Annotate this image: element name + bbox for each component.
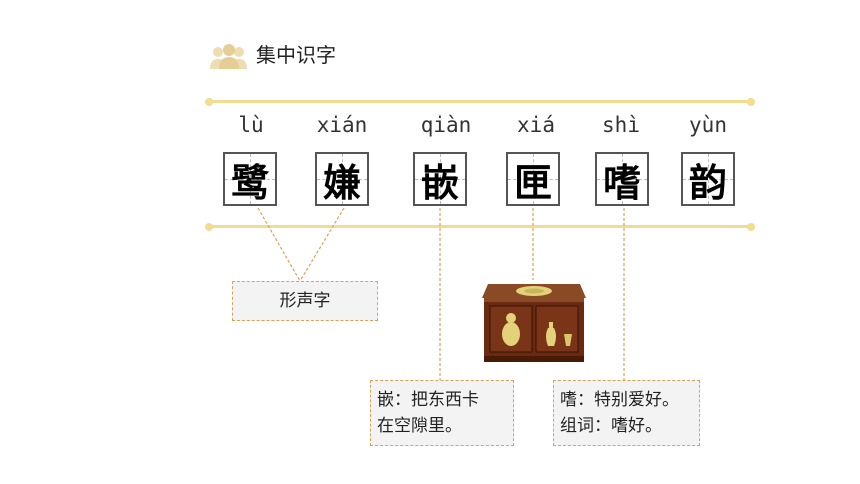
note-qian-definition: 嵌：把东西卡 在空隙里。 — [370, 380, 514, 446]
pinyin-xian: xián — [316, 113, 368, 137]
char-box-xia[interactable]: 匣 — [506, 152, 560, 206]
pinyin-yun: yùn — [689, 113, 727, 137]
wooden-box-image — [480, 276, 588, 364]
note-shi-line1: 嗜：特别爱好。 — [560, 390, 679, 410]
leader-xian — [299, 207, 345, 282]
note-xingshengzi-text: 形声字 — [279, 291, 331, 311]
char-box-lu[interactable]: 鹭 — [223, 152, 277, 206]
char-qian: 嵌 — [420, 159, 459, 205]
char-yun: 韵 — [688, 159, 727, 205]
pinyin-lu: lù — [238, 113, 264, 137]
char-xia: 匣 — [513, 159, 552, 205]
top-rail — [205, 97, 755, 106]
bottom-rail — [205, 222, 755, 231]
note-qian-line1: 嵌：把东西卡 — [377, 390, 479, 410]
char-box-yun[interactable]: 韵 — [681, 152, 735, 206]
note-xingshengzi: 形声字 — [232, 281, 378, 321]
pinyin-shi: shì — [602, 113, 640, 137]
note-qian-line2: 在空隙里。 — [377, 416, 462, 436]
section-title: 集中识字 — [256, 43, 336, 67]
note-shi-line2: 组词：嗜好。 — [560, 416, 662, 436]
pinyin-xia: xiá — [517, 113, 555, 137]
char-xian: 嫌 — [322, 159, 361, 205]
note-shi-definition: 嗜：特别爱好。 组词：嗜好。 — [553, 380, 700, 446]
char-box-shi[interactable]: 嗜 — [595, 152, 649, 206]
leader-lu — [257, 207, 301, 282]
people-icon — [208, 42, 250, 70]
pinyin-qian: qiàn — [420, 113, 472, 137]
char-lu: 鹭 — [230, 159, 269, 205]
char-shi: 嗜 — [602, 159, 641, 205]
char-box-qian[interactable]: 嵌 — [413, 152, 467, 206]
char-box-xian[interactable]: 嫌 — [315, 152, 369, 206]
